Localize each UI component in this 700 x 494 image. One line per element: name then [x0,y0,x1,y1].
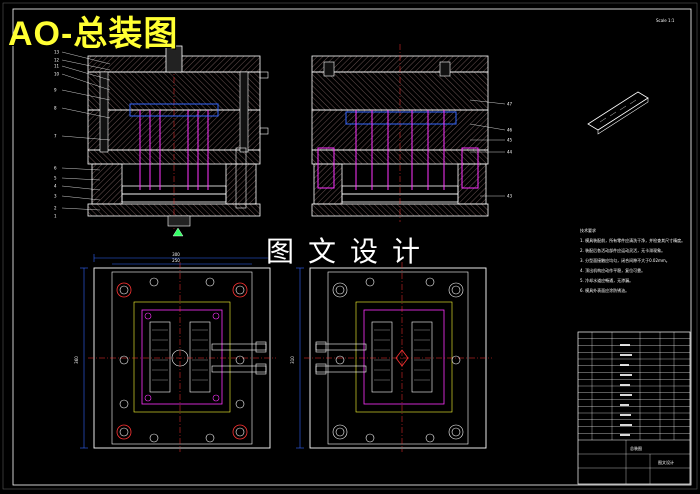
note-line: 1. 模具装配前，所有零件应清洗干净，并检查其尺寸精度。 [580,237,685,243]
technical-notes: 技术要求 1. 模具装配前，所有零件应清洗干净，并检查其尺寸精度。 2. 装配后各… [580,227,685,293]
notes-lines: 1. 模具装配前，所有零件应清洗干净，并检查其尺寸精度。 2. 装配后各活动部件应… [580,237,685,293]
note-line: 2. 装配后各活动部件应运动灵活，无卡滞现象。 [580,247,665,253]
dim-plan-right-height: 310 [290,356,295,364]
notes-heading: 技术要求 [580,227,596,233]
callout-label: 1 [54,214,57,219]
dim-plan-height: 360 [74,356,79,364]
note-line: 5. 冷却水道应畅通，无渗漏。 [580,277,633,283]
sheet-border [12,8,692,486]
right-section-view: 47 46 45 44 43 [311,44,513,222]
callout-label: 46 [507,128,513,133]
callout-label: 12 [54,58,60,63]
title-block-company: 图文设计 [658,459,674,465]
dim-plan-width-inner: 250 [172,258,180,263]
callout-label: 5 [54,176,57,181]
watermark-text: 图文设计 [266,235,435,268]
title-block: 总装图 图文设计 [577,331,691,485]
callout-label: 3 [54,194,57,199]
callout-label: 47 [507,102,513,107]
callout-label: 44 [507,150,513,155]
left-plan-view: 300 250 360 [74,252,276,452]
note-line: 3. 分型面接触应均匀，闭合间隙不大于0.02mm。 [580,257,670,263]
right-plan-view: 310 [290,262,492,452]
callout-label: 43 [507,194,513,199]
callout-label: 45 [507,138,513,143]
drawing-title-overlay: AO-总装图 [8,15,179,53]
note-line: 6. 模具外表面应涂防锈油。 [580,287,629,293]
callout-label: 7 [54,134,57,139]
scale-note: Scale 1:1 [656,18,675,23]
right-callout-labels: 47 46 45 44 43 [507,102,513,199]
part-isometric-sketch [587,91,649,135]
callout-label: 10 [54,72,60,77]
dim-plan-width: 300 [172,252,180,257]
callout-label: 6 [54,166,57,171]
callout-label: 11 [54,64,60,69]
callout-label: 13 [54,50,60,55]
title-block-drawing-name: 总装图 [630,445,642,451]
note-line: 4. 顶出机构应动作平稳，复位可靠。 [580,267,645,273]
callout-label: 9 [54,88,57,93]
callout-label: 4 [54,184,57,189]
callout-label: 2 [54,206,57,211]
callout-label: 8 [54,106,57,111]
